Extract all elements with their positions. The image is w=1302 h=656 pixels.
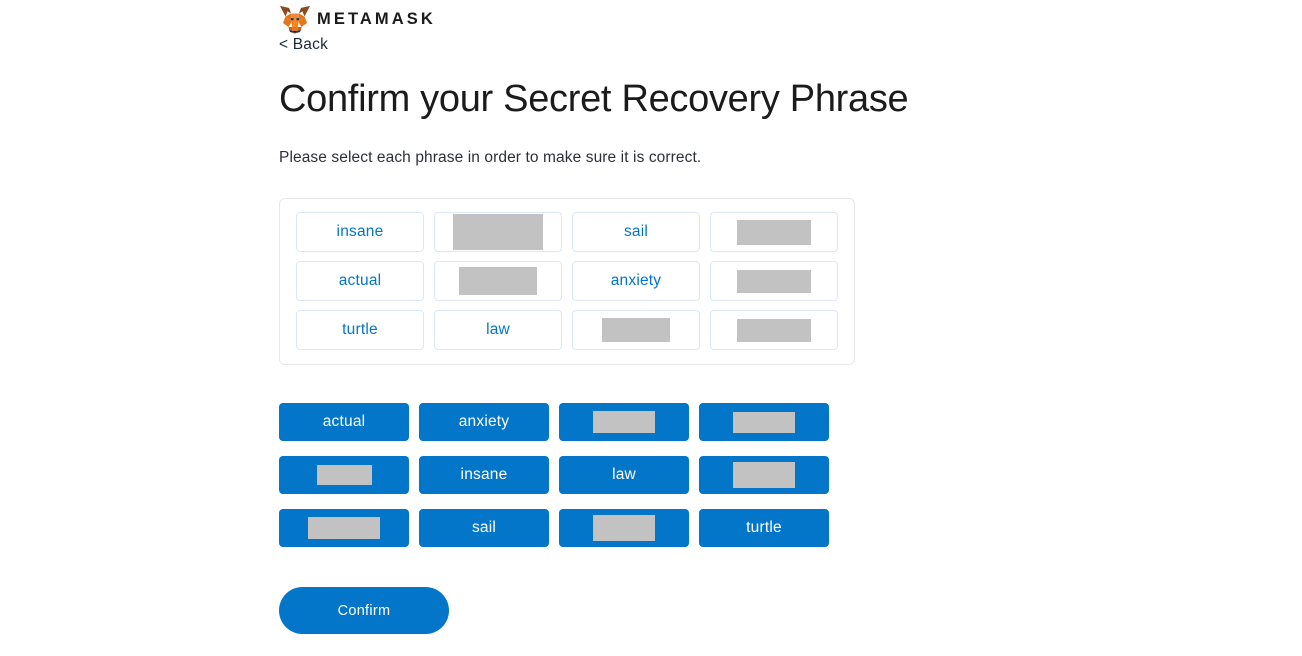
word-bank-button-10[interactable]: sail (419, 509, 549, 548)
redaction-bar (453, 214, 543, 251)
redaction-bar (737, 269, 811, 293)
redaction-bar (602, 318, 670, 343)
word-bank-button-1[interactable]: actual (279, 403, 409, 442)
phrase-slot-label: law (486, 321, 510, 339)
phrase-slot-2[interactable] (434, 212, 562, 253)
word-bank-grid: actual anxiety insane law sail turtle (279, 403, 834, 548)
word-bank-button-7[interactable]: law (559, 456, 689, 495)
phrase-slot-label: sail (623, 223, 649, 241)
phrase-slot-3[interactable]: sail (572, 212, 700, 253)
page-title: Confirm your Secret Recovery Phrase (279, 78, 909, 120)
page-subtitle: Please select each phrase in order to ma… (279, 148, 702, 166)
redaction-bar (593, 411, 655, 434)
redaction-bar (316, 465, 372, 486)
phrase-slot-8[interactable] (710, 261, 838, 302)
word-bank-label: anxiety (458, 413, 510, 431)
redaction-bar (737, 219, 811, 245)
phrase-slot-label: actual (338, 272, 382, 290)
word-bank-label: turtle (746, 519, 782, 537)
word-bank-button-5[interactable] (279, 456, 409, 495)
word-bank-label: insane (460, 466, 508, 484)
phrase-slot-4[interactable] (710, 212, 838, 253)
word-bank-label: sail (471, 519, 497, 537)
phrase-slot-11[interactable] (572, 310, 700, 351)
redaction-bar (733, 462, 795, 489)
phrase-slots-grid: insane sail actual anxiety turtle law (296, 212, 838, 351)
redaction-bar (308, 517, 380, 540)
phrase-slot-label: insane (336, 223, 384, 241)
word-bank-button-9[interactable] (279, 509, 409, 548)
phrase-slot-label: anxiety (610, 272, 662, 290)
redaction-bar (733, 411, 795, 433)
phrase-slot-1[interactable]: insane (296, 212, 424, 253)
metamask-fox-icon (280, 6, 310, 34)
word-bank-label: actual (322, 413, 366, 431)
redaction-bar (737, 318, 811, 342)
word-bank-button-4[interactable] (699, 403, 829, 442)
back-link[interactable]: < Back (279, 36, 329, 53)
word-bank-button-2[interactable]: anxiety (419, 403, 549, 442)
phrase-slot-7[interactable]: anxiety (572, 261, 700, 302)
brand-header: METAMASK (279, 0, 1302, 34)
phrase-slot-5[interactable]: actual (296, 261, 424, 302)
phrase-slot-label: turtle (342, 321, 378, 339)
word-bank-button-8[interactable] (699, 456, 829, 495)
word-bank-button-12[interactable]: turtle (699, 509, 829, 548)
metamask-wordmark: METAMASK (317, 10, 436, 29)
word-bank-button-6[interactable]: insane (419, 456, 549, 495)
confirm-button[interactable]: Confirm (279, 587, 449, 635)
redaction-bar (593, 515, 655, 542)
phrase-slot-12[interactable] (710, 310, 838, 351)
word-bank-button-3[interactable] (559, 403, 689, 442)
phrase-slot-10[interactable]: law (434, 310, 562, 351)
word-bank-label: law (612, 466, 636, 484)
phrase-slot-9[interactable]: turtle (296, 310, 424, 351)
onboarding-page: METAMASK < Back Confirm your Secret Reco… (279, 0, 1302, 635)
phrase-slots-panel: insane sail actual anxiety turtle law (279, 198, 855, 366)
phrase-slot-6[interactable] (434, 261, 562, 302)
word-bank-button-11[interactable] (559, 509, 689, 548)
redaction-bar (459, 267, 537, 296)
